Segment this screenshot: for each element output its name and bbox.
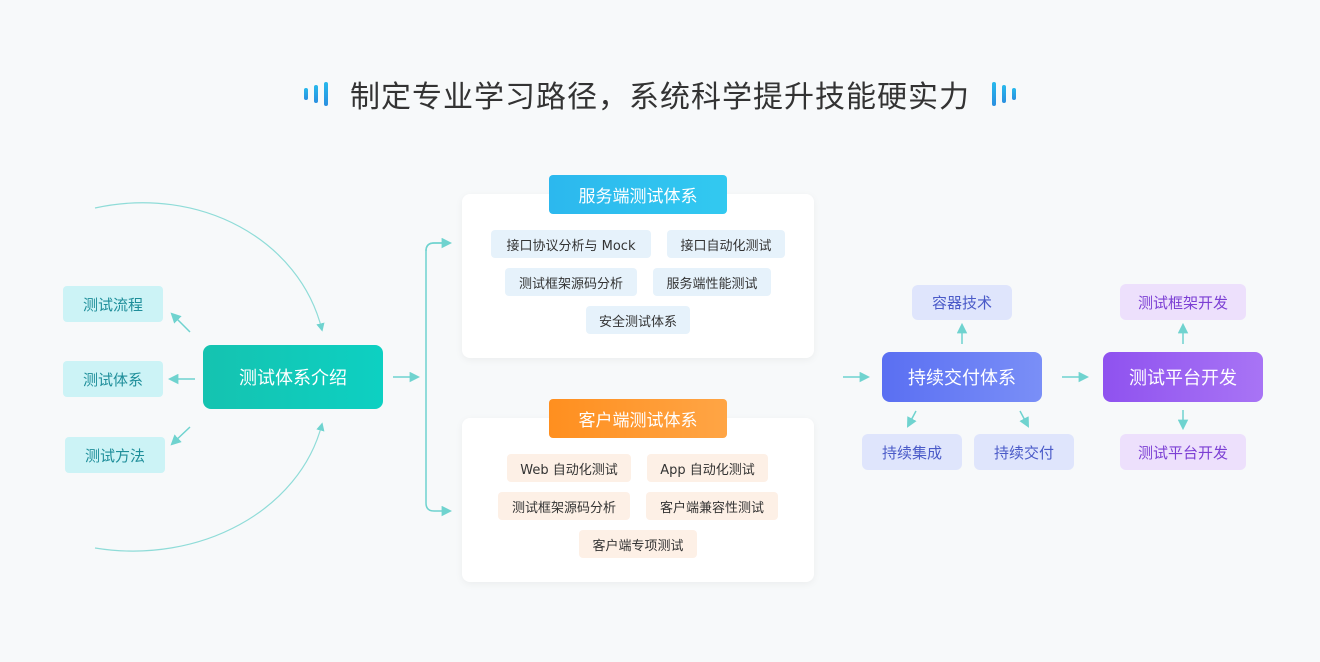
intro-main-node: 测试体系介绍 [203,345,383,409]
client-card-heading: 客户端测试体系 [549,399,727,438]
page-header: 制定专业学习路径，系统科学提升技能硬实力 [0,72,1320,116]
platform-main-node: 测试平台开发 [1103,352,1263,402]
client-item-framework: 测试框架源码分析 [498,492,630,520]
page-title: 制定专业学习路径，系统科学提升技能硬实力 [350,80,970,115]
arrow-delivery-bl [907,410,917,428]
platform-top-framework: 测试框架开发 [1120,284,1246,320]
server-item-perf: 服务端性能测试 [653,268,771,296]
branch-line [425,242,453,517]
server-card-heading: 服务端测试体系 [549,175,727,214]
delivery-main-node: 持续交付体系 [882,352,1042,402]
server-item-api-auto: 接口自动化测试 [667,230,785,258]
arrow-delivery-br [1019,410,1029,428]
intro-item-flow: 测试流程 [63,286,163,322]
intro-item-system: 测试体系 [63,361,163,397]
client-item-web: Web 自动化测试 [507,454,631,482]
server-item-mock: 接口协议分析与 Mock [491,230,651,258]
server-item-framework: 测试框架源码分析 [505,268,637,296]
delivery-ci: 持续集成 [862,434,962,470]
client-item-compat: 客户端兼容性测试 [646,492,778,520]
delivery-top-container: 容器技术 [912,285,1012,320]
client-item-special: 客户端专项测试 [579,530,697,558]
server-item-security: 安全测试体系 [586,306,690,334]
delivery-cd: 持续交付 [974,434,1074,470]
bars-left-icon [301,82,331,106]
client-item-app: App 自动化测试 [647,454,768,482]
bars-right-icon [989,82,1019,106]
intro-item-method: 测试方法 [65,437,165,473]
platform-bottom-dev: 测试平台开发 [1120,434,1246,470]
branch-top-arrow [425,237,453,252]
arrow-to-flow [170,312,191,333]
arrow-to-method [170,426,191,446]
